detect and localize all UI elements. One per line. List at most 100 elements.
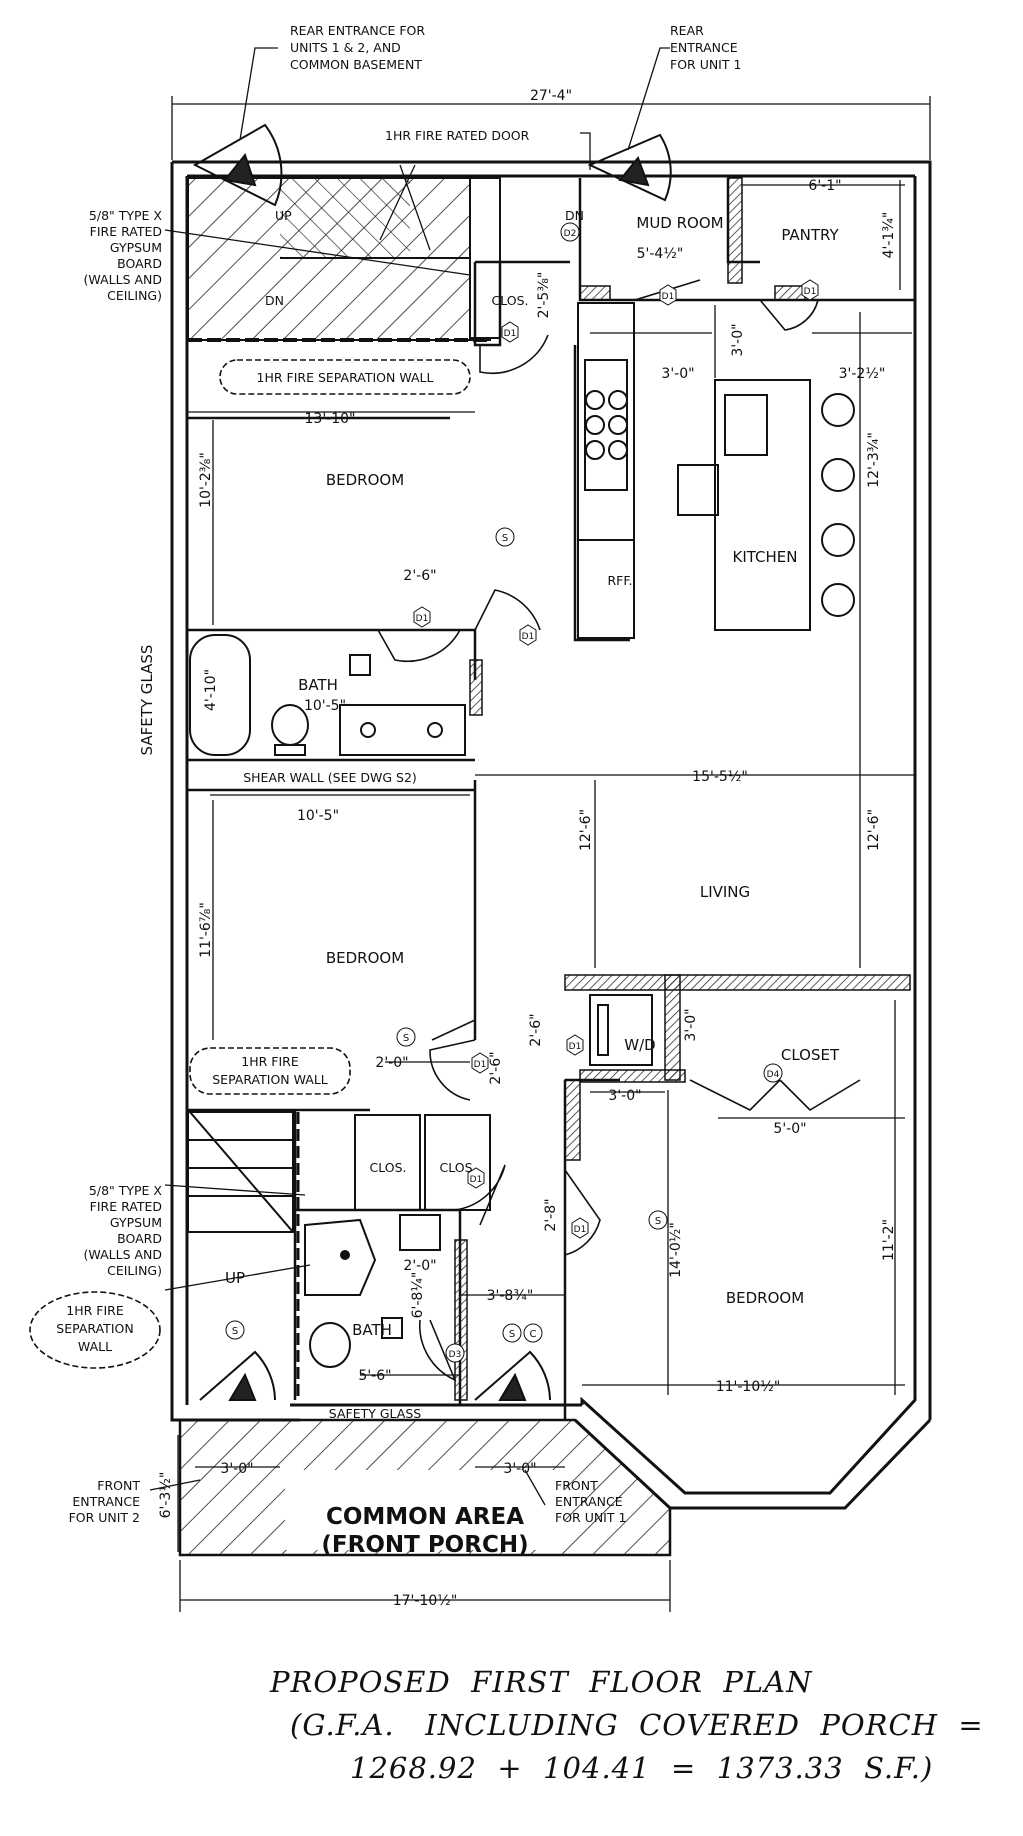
dim-kitchen-v: 3'-0" (730, 323, 746, 356)
wd-unit (589, 994, 653, 1066)
dim-bedroom3-h-right: 11'-2" (881, 1219, 897, 1261)
dim-kitchen-h: 12'-3¾" (866, 432, 882, 488)
note-rear-unit1-line3: FOR UNIT 1 (670, 57, 741, 72)
rear-door-unit1 (587, 133, 672, 202)
note-gypsum-top-6: CEILING) (107, 288, 162, 303)
note-front-unit1-3: FOR UNIT 1 (555, 1510, 626, 1525)
dim-living-w: 15'-5½" (692, 769, 748, 785)
dim-hall-w: 3'-8¾" (487, 1288, 534, 1304)
note-fire-wall-left-3: WALL (78, 1339, 112, 1354)
leader-lines (149, 47, 670, 1506)
label-living: LIVING (700, 883, 750, 901)
svg-text:S: S (509, 1329, 515, 1340)
dim-porch-width: 17'-10½" (393, 1593, 458, 1609)
label-bedroom-3: BEDROOM (726, 1289, 804, 1307)
exterior-walls (170, 160, 932, 1510)
door-tag: D1 (571, 1217, 589, 1239)
label-washer-dryer: W/D (624, 1036, 655, 1054)
svg-text:D1: D1 (474, 1060, 487, 1070)
note-rear-entrance-line1: REAR ENTRANCE FOR (290, 23, 425, 38)
label-up-bottom: UP (225, 1269, 245, 1287)
dim-living-h-left: 12'-6" (578, 809, 594, 851)
note-gypsum-top-1: 5/8" TYPE X (89, 208, 163, 223)
note-front-unit1-1: FRONT (555, 1478, 598, 1493)
dim-bath2-v: 6'-8¼" (410, 1272, 426, 1319)
dim-overall-width: 27'-4" (530, 88, 572, 104)
smoke-detector-symbol: S (495, 527, 515, 547)
room-labels: MUD ROOM PANTRY CLOS. BEDROOM KITCHEN RF… (225, 208, 840, 1558)
svg-text:D1: D1 (804, 287, 817, 297)
note-rear-unit1-line2: ENTRANCE (670, 40, 738, 55)
label-porch-1: COMMON AREA (326, 1504, 524, 1530)
note-safety-glass-front: SAFETY GLASS (329, 1406, 421, 1421)
dim-kitchen-aisle: 3'-2½" (839, 366, 886, 382)
label-porch-2: (FRONT PORCH) (321, 1532, 528, 1558)
note-gypsum-top-3: GYPSUM (110, 240, 162, 255)
door-swings (377, 279, 861, 1382)
svg-text:S: S (655, 1216, 661, 1227)
label-dn-right: DN (565, 208, 584, 223)
plan-caption-line2: (G.F.A. INCLUDING COVERED PORCH = (290, 1708, 984, 1742)
label-bedroom-2: BEDROOM (326, 949, 404, 967)
dim-door-bed2: 2'-0" (375, 1055, 408, 1071)
co-detector-symbol: C (523, 1323, 543, 1343)
kitchen-island (677, 379, 855, 631)
door-tag: D1 (801, 279, 819, 301)
dim-door-bed1: 2'-6" (403, 568, 436, 584)
note-gypsum-bottom-6: CEILING) (107, 1263, 162, 1278)
dim-hall-door: 2'-8" (543, 1198, 559, 1231)
note-fire-wall-left-1: 1HR FIRE (66, 1303, 124, 1318)
door-tag: D1 (413, 606, 431, 628)
annotation-notes: REAR ENTRANCE FOR UNITS 1 & 2, AND COMMO… (29, 23, 741, 1525)
label-bedroom-1: BEDROOM (326, 471, 404, 489)
dim-pantry-w: 6'-1" (808, 178, 841, 194)
svg-text:D1: D1 (504, 329, 517, 339)
label-dn-top: DN (265, 293, 284, 308)
dim-bedroom3-h-left: 14'-0½" (668, 1222, 684, 1278)
label-bath-1: BATH (298, 676, 338, 694)
bath1-fixtures (189, 634, 466, 756)
dim-clos-top: 2'-5⅜" (536, 272, 552, 319)
note-gypsum-bottom-3: GYPSUM (110, 1215, 162, 1230)
note-gypsum-bottom-1: 5/8" TYPE X (89, 1183, 163, 1198)
note-fire-wall-top: 1HR FIRE SEPARATION WALL (257, 370, 434, 385)
smoke-detector-symbol: S (225, 1320, 245, 1340)
note-rear-entrance-line3: COMMON BASEMENT (290, 57, 422, 72)
rear-stair-area (187, 177, 501, 342)
door-tag-d2: D2 (560, 222, 580, 242)
label-pantry: PANTRY (781, 226, 839, 244)
note-gypsum-top-2: FIRE RATED (90, 224, 162, 239)
label-bath-2: BATH (352, 1321, 392, 1339)
dim-porch-depth: 6'-3½" (158, 1472, 174, 1519)
note-gypsum-bottom-4: BOARD (117, 1231, 162, 1246)
note-gypsum-bottom-2: FIRE RATED (90, 1199, 162, 1214)
note-front-unit1-2: ENTRANCE (555, 1494, 623, 1509)
svg-text:D1: D1 (574, 1225, 587, 1235)
svg-text:C: C (530, 1329, 537, 1340)
dim-wd-w: 3'-0" (608, 1088, 641, 1104)
plan-caption-line3: 1268.92 + 104.41 = 1373.33 S.F.) (350, 1751, 934, 1785)
note-rear-unit1-line1: REAR (670, 23, 704, 38)
note-gypsum-top-5: (WALLS AND (84, 272, 162, 287)
dim-tub: 4'-10" (203, 669, 219, 711)
note-rear-entrance-line2: UNITS 1 & 2, AND (290, 40, 401, 55)
note-safety-glass-side: SAFETY GLASS (138, 645, 156, 756)
bath2-fixtures (304, 1214, 441, 1368)
dim-entry1-door: 3'-0" (503, 1461, 536, 1477)
dim-bedroom1-w: 13'-10" (305, 411, 356, 427)
smoke-detector-symbol: S (502, 1323, 522, 1343)
svg-text:D1: D1 (416, 614, 429, 624)
svg-text:D1: D1 (569, 1042, 582, 1052)
note-front-unit2-1: FRONT (97, 1478, 140, 1493)
dim-kitchen-gap: 3'-0" (661, 366, 694, 382)
lower-stair (187, 1111, 300, 1400)
note-fire-door: 1HR FIRE RATED DOOR (385, 128, 530, 143)
label-refrigerator: RFF. (607, 573, 632, 588)
dim-bath1-w: 10'-5" (304, 698, 346, 714)
svg-text:D4: D4 (767, 1070, 780, 1080)
dim-closet-h: 3'-0" (683, 1008, 699, 1041)
smoke-detector-symbol: S (396, 1027, 416, 1047)
label-clos-top: CLOS. (492, 293, 529, 308)
door-tag: D1 (566, 1034, 584, 1056)
